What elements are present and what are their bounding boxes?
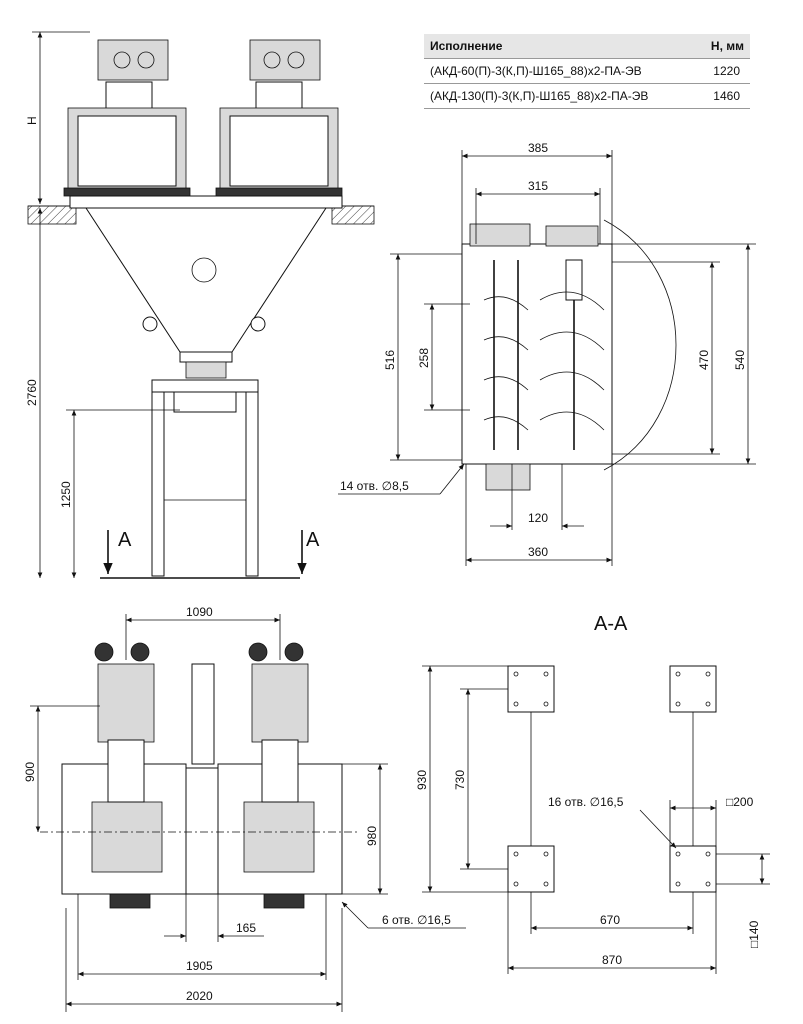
top-holes-label: 6 отв. ∅16,5 [382,913,451,927]
spec-table: Исполнение Н, мм (АКД-60(П)-3(К,П)-Ш165_… [424,34,750,109]
dosing-unit-left [63,39,191,197]
dim-980: 980 [365,826,379,846]
dim-670: 670 [600,913,620,927]
row-h: 1460 [713,89,740,103]
section-aa-view: А-А 930 730 [415,613,770,974]
dim-2760: 2760 [25,379,39,406]
foot-pad [669,845,717,893]
foot-pad [507,845,555,893]
row-h: 1220 [713,64,740,78]
section-marker-left: A [118,529,132,551]
dim-540: 540 [733,350,747,370]
side-view: 385 315 516 258 470 540 120 360 [338,141,756,566]
dim-315: 315 [528,179,548,193]
table-row: (АКД-60(П)-3(К,П)-Ш165_88)х2-ПА-ЭВ 1220 [424,59,750,84]
header-h: Н, мм [710,39,744,53]
dim-258: 258 [417,348,431,368]
section-marker-right: A [306,529,320,551]
dim-1905: 1905 [186,959,213,973]
dim-pad-200: □200 [726,795,754,809]
dim-385: 385 [528,141,548,155]
dim-2020: 2020 [186,989,213,1003]
dim-516: 516 [383,350,397,370]
dim-1250: 1250 [59,481,73,508]
auger-right [539,259,605,450]
top-view: 1090 900 980 165 1905 2020 6 отв. ∅16,5 [23,605,466,1012]
dim-120: 120 [528,511,548,525]
row-variant: (АКД-60(П)-3(К,П)-Ш165_88)х2-ПА-ЭВ [430,64,642,78]
dim-pad-140: □140 [747,920,761,948]
header-variant: Исполнение [430,39,503,53]
front-view: H 2760 1250 A A [25,31,375,579]
table-row: (АКД-130(П)-3(К,П)-Ш165_88)х2-ПА-ЭВ 1460 [424,84,750,109]
dim-870: 870 [602,953,622,967]
dim-730: 730 [453,770,467,790]
section-holes-label: 16 отв. ∅16,5 [548,795,624,809]
row-variant: (АКД-130(П)-3(К,П)-Ш165_88)х2-ПА-ЭВ [430,89,649,103]
auger-left [483,260,529,450]
dim-h: H [25,116,39,125]
dim-1090: 1090 [186,605,213,619]
section-title: А-А [594,613,628,635]
dim-470: 470 [697,350,711,370]
foot-pad [507,665,555,713]
dim-360: 360 [528,545,548,559]
dim-900: 900 [23,762,37,782]
dim-165: 165 [236,921,256,935]
foot-pad [669,665,717,713]
dosing-unit-right [215,39,343,197]
spec-table-header: Исполнение Н, мм [424,34,750,59]
dim-930: 930 [415,770,429,790]
side-holes-label: 14 отв. ∅8,5 [340,479,409,493]
